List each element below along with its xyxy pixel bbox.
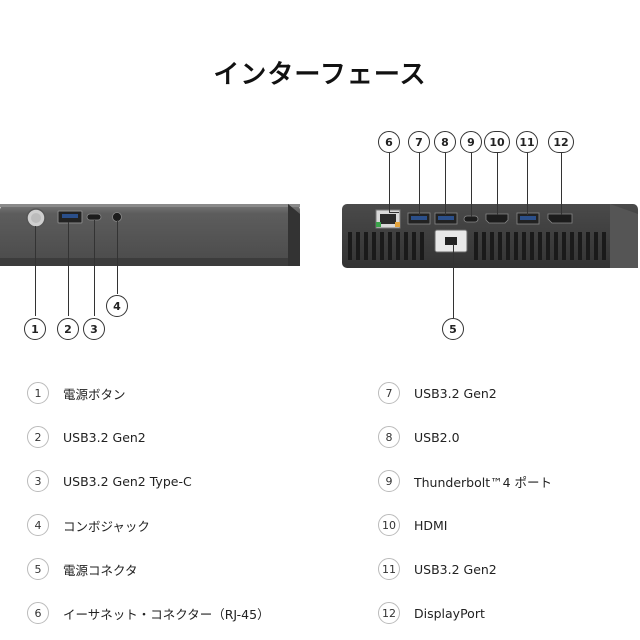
rear-callout-10: 10 [484,131,510,153]
front-callout-1: 1 [24,318,46,340]
legend-number: 2 [27,426,49,448]
legend-label: USB2.0 [414,429,460,445]
legend-label: USB3.2 Gen2 [414,385,497,401]
legend-item-5: 5 電源コネクタ [27,558,138,580]
vent-grille [348,232,606,260]
legend-label: コンボジャック [63,518,150,534]
legend-item-7: 7 USB3.2 Gen2 [378,382,497,404]
legend-label: イーサネット・コネクター（RJ-45） [63,606,270,622]
device-front-view [0,204,300,266]
legend-number: 9 [378,470,400,492]
legend-item-2: 2 USB3.2 Gen2 [27,426,146,448]
hdmi-port-icon [485,213,509,224]
legend-number: 10 [378,514,400,536]
displayport-icon [547,213,573,224]
legend-number: 3 [27,470,49,492]
legend-number: 1 [27,382,49,404]
front-callout-2: 2 [57,318,79,340]
front-callout-3: 3 [83,318,105,340]
rear-callout-9: 9 [460,131,482,153]
legend-item-8: 8 USB2.0 [378,426,460,448]
legend-item-10: 10 HDMI [378,514,448,536]
legend-item-4: 4 コンボジャック [27,514,150,536]
legend-number: 12 [378,602,400,624]
legend-number: 6 [27,602,49,624]
legend-item-3: 3 USB3.2 Gen2 Type-C [27,470,192,492]
legend-label: USB3.2 Gen2 Type-C [63,473,192,489]
legend-item-12: 12 DisplayPort [378,602,485,624]
legend-number: 4 [27,514,49,536]
legend-number: 7 [378,382,400,404]
rear-callout-7: 7 [408,131,430,153]
rear-callout-5: 5 [442,318,464,340]
legend-label: Thunderbolt™4 ポート [414,474,553,490]
legend-label: USB3.2 Gen2 [63,429,146,445]
rear-callout-11: 11 [516,131,538,153]
legend-item-1: 1 電源ボタン [27,382,126,404]
rear-callout-8: 8 [434,131,456,153]
legend-label: HDMI [414,517,448,533]
legend-label: 電源ボタン [63,386,126,402]
legend-label: USB3.2 Gen2 [414,561,497,577]
page-title: インターフェース [213,60,427,90]
legend-number: 11 [378,558,400,580]
legend-number: 5 [27,558,49,580]
device-rear-view [342,204,638,268]
legend-label: DisplayPort [414,605,485,621]
legend-number: 8 [378,426,400,448]
legend-label: 電源コネクタ [63,562,138,578]
rear-callout-12: 12 [548,131,574,153]
rear-callout-6: 6 [378,131,400,153]
legend-item-6: 6 イーサネット・コネクター（RJ-45） [27,602,270,624]
legend-item-11: 11 USB3.2 Gen2 [378,558,497,580]
front-callout-4: 4 [106,295,128,317]
legend-item-9: 9 Thunderbolt™4 ポート [378,470,552,492]
